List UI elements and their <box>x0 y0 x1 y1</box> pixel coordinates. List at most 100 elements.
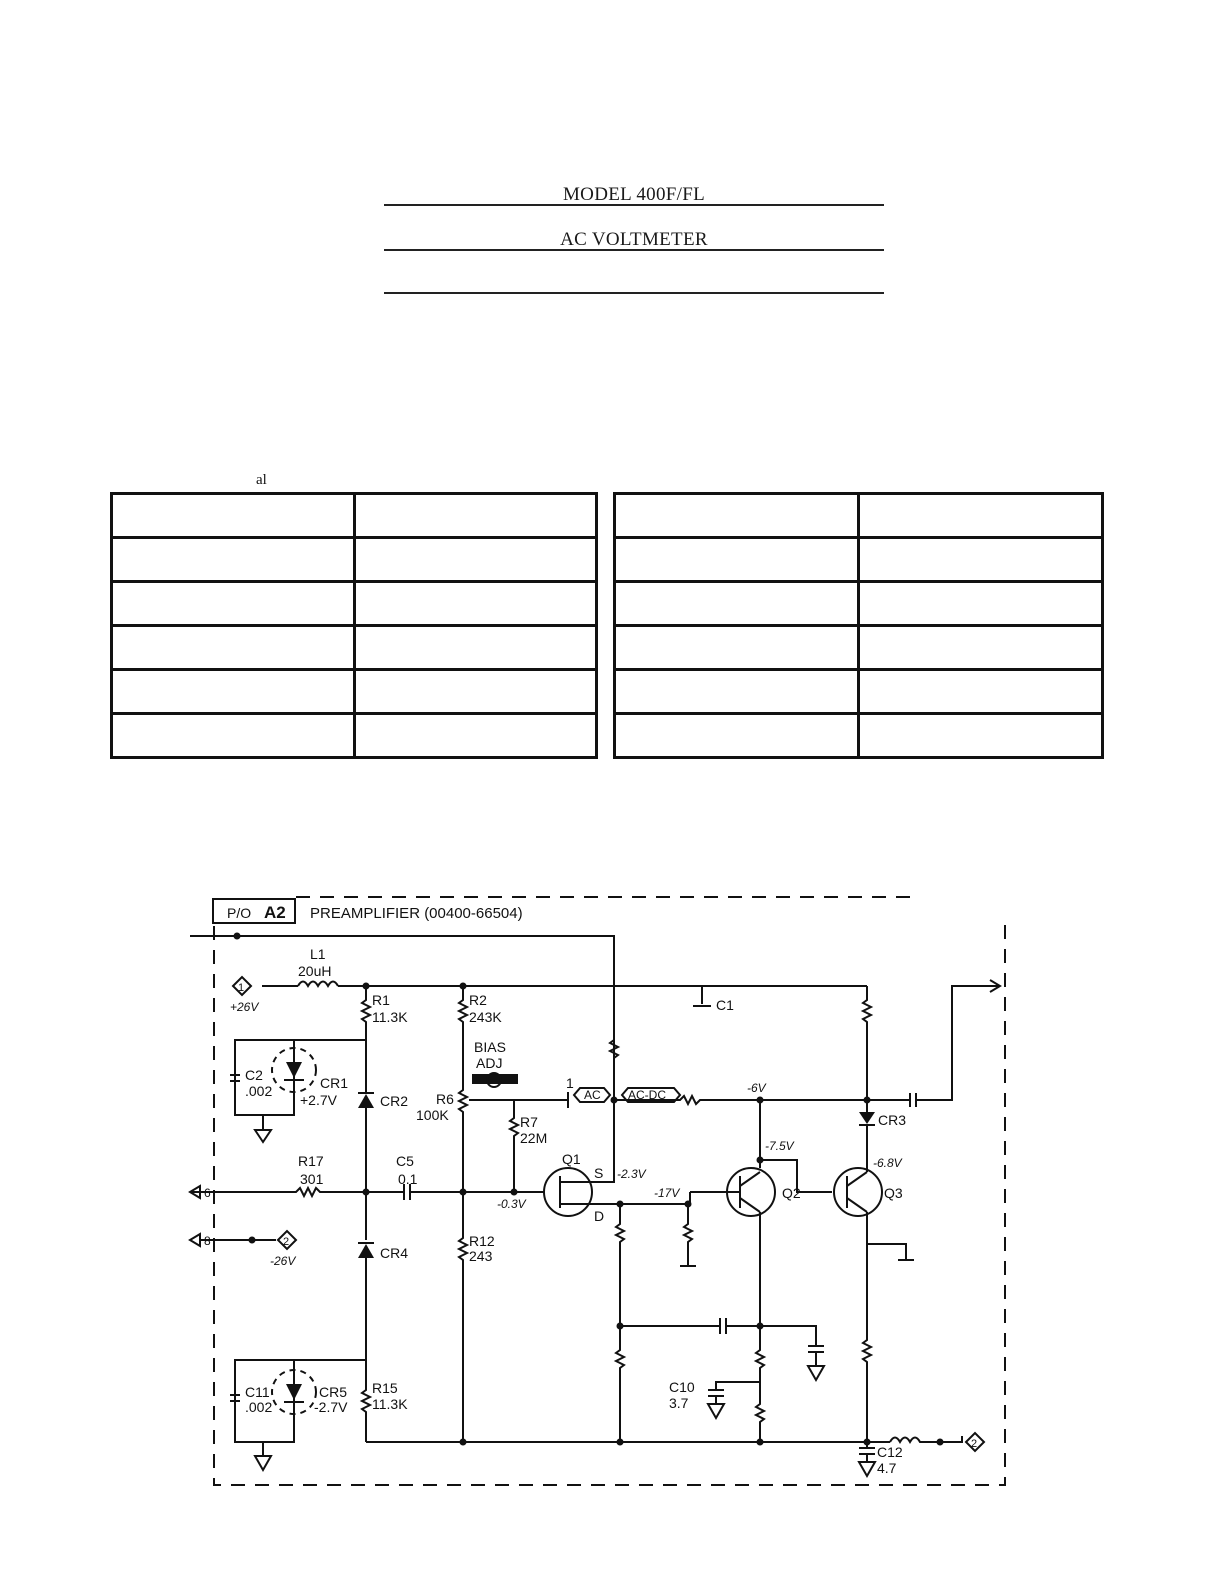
assembly-prefix: P/O <box>227 905 251 921</box>
r15-ref: R15 <box>372 1380 398 1396</box>
table-cell <box>857 712 1104 759</box>
junction-dot <box>233 932 241 940</box>
table-cell <box>857 580 1104 627</box>
table-left <box>110 492 598 759</box>
table-row <box>613 668 1104 715</box>
assembly-box <box>212 898 296 924</box>
cr5-val: -2.7V <box>314 1399 348 1415</box>
r1 <box>359 986 373 1092</box>
l1-ref: L1 <box>310 946 326 962</box>
q2-ref: Q2 <box>782 1185 801 1201</box>
document-title: AC VOLTMETER <box>560 229 708 250</box>
q3-ref: Q3 <box>884 1185 903 1201</box>
q1-transistor <box>543 1167 593 1217</box>
c11-cr5-block <box>234 1359 295 1443</box>
bias-label: BIAS <box>474 1039 506 1055</box>
c2-ref: C2 <box>245 1067 263 1083</box>
q3-transistor <box>833 1167 883 1217</box>
table-cell <box>613 624 860 671</box>
header-rule-1 <box>384 204 884 206</box>
cr4-diode <box>358 1244 374 1258</box>
table-cell <box>110 712 356 759</box>
acdc-line <box>614 1093 910 1107</box>
table-cell <box>857 492 1104 539</box>
c10-ref: C10 <box>669 1379 695 1395</box>
table-cell <box>110 624 356 671</box>
cr3-diode <box>859 1112 875 1124</box>
l1-val: 20uH <box>298 963 331 979</box>
plus26-label: +26V <box>230 1000 259 1014</box>
v-minus03: -0.3V <box>497 1197 527 1211</box>
table-cell <box>613 580 860 627</box>
model-title: MODEL 400F/FL <box>562 184 705 205</box>
table-cell <box>857 668 1104 715</box>
adj-label: ADJ <box>476 1055 502 1071</box>
q1-ref: Q1 <box>562 1151 581 1167</box>
table-cell <box>352 492 598 539</box>
table-row <box>110 580 598 627</box>
v-minus75: -7.5V <box>765 1139 795 1153</box>
cr2-diode <box>358 1094 374 1108</box>
r7-val: 22M <box>520 1130 547 1146</box>
minus26-label: -26V <box>270 1254 296 1268</box>
table-cell <box>352 536 598 583</box>
table-row <box>613 536 1104 583</box>
pin6-label: 6 <box>204 1186 211 1200</box>
table-row <box>110 712 598 759</box>
cr1-val: +2.7V <box>300 1092 338 1108</box>
table-row <box>110 492 598 539</box>
r15 <box>359 1258 373 1442</box>
table-cell <box>110 536 356 583</box>
r2-r6-r12 <box>456 986 470 1442</box>
node-marker-1 <box>231 975 253 997</box>
table-row <box>613 624 1104 671</box>
v-minus6: -6V <box>747 1081 767 1095</box>
table-right <box>613 492 1104 759</box>
c12-symbol <box>857 1442 877 1479</box>
table-cell <box>110 668 356 715</box>
r2-val: 243K <box>469 1009 502 1025</box>
ac-tag <box>572 1087 612 1103</box>
cr2-ref: CR2 <box>380 1093 408 1109</box>
r12-val: 243 <box>469 1248 493 1264</box>
output-line <box>909 985 1000 1107</box>
c2-symbol <box>230 1074 240 1082</box>
cr4-ref: CR4 <box>380 1245 408 1261</box>
r6-ref: R6 <box>436 1091 454 1107</box>
bias-adj-knob <box>472 1074 518 1084</box>
table-row <box>110 668 598 715</box>
cr1-ref: CR1 <box>320 1075 348 1091</box>
margin-mark: al <box>256 472 267 488</box>
cr3-ref: CR3 <box>878 1112 906 1128</box>
cr5-ref: CR5 <box>319 1384 347 1400</box>
table-cell <box>352 668 598 715</box>
acdc-tag <box>620 1087 682 1103</box>
assembly-id: A2 <box>264 903 286 922</box>
inductor-out <box>889 1436 940 1445</box>
pin8-label: 8 <box>204 1234 211 1248</box>
ground-2 <box>253 1442 273 1473</box>
ac-label: AC <box>584 1088 601 1102</box>
table-cell <box>352 712 598 759</box>
c11-val: .002 <box>245 1399 272 1415</box>
table-row <box>613 712 1104 759</box>
table-row <box>613 492 1104 539</box>
node1-label: 1 <box>238 982 244 994</box>
header-rule-2 <box>384 249 884 251</box>
table-cell <box>110 492 356 539</box>
node2-label: 2 <box>283 1236 289 1248</box>
c10-val: 3.7 <box>669 1395 689 1411</box>
r7 <box>507 1100 521 1193</box>
table-row <box>110 624 598 671</box>
node-marker-2b <box>940 1431 986 1453</box>
r15-val: 11.3K <box>372 1396 408 1412</box>
c10-symbol <box>706 1381 760 1421</box>
v-minus23: -2.3V <box>617 1167 647 1181</box>
r6-val: 100K <box>416 1107 449 1123</box>
c5-ref: C5 <box>396 1153 414 1169</box>
table-cell <box>857 536 1104 583</box>
assembly-title: PREAMPLIFIER (00400-66504) <box>310 905 523 922</box>
table-cell <box>857 624 1104 671</box>
table-cell <box>352 580 598 627</box>
table-cell <box>613 712 860 759</box>
